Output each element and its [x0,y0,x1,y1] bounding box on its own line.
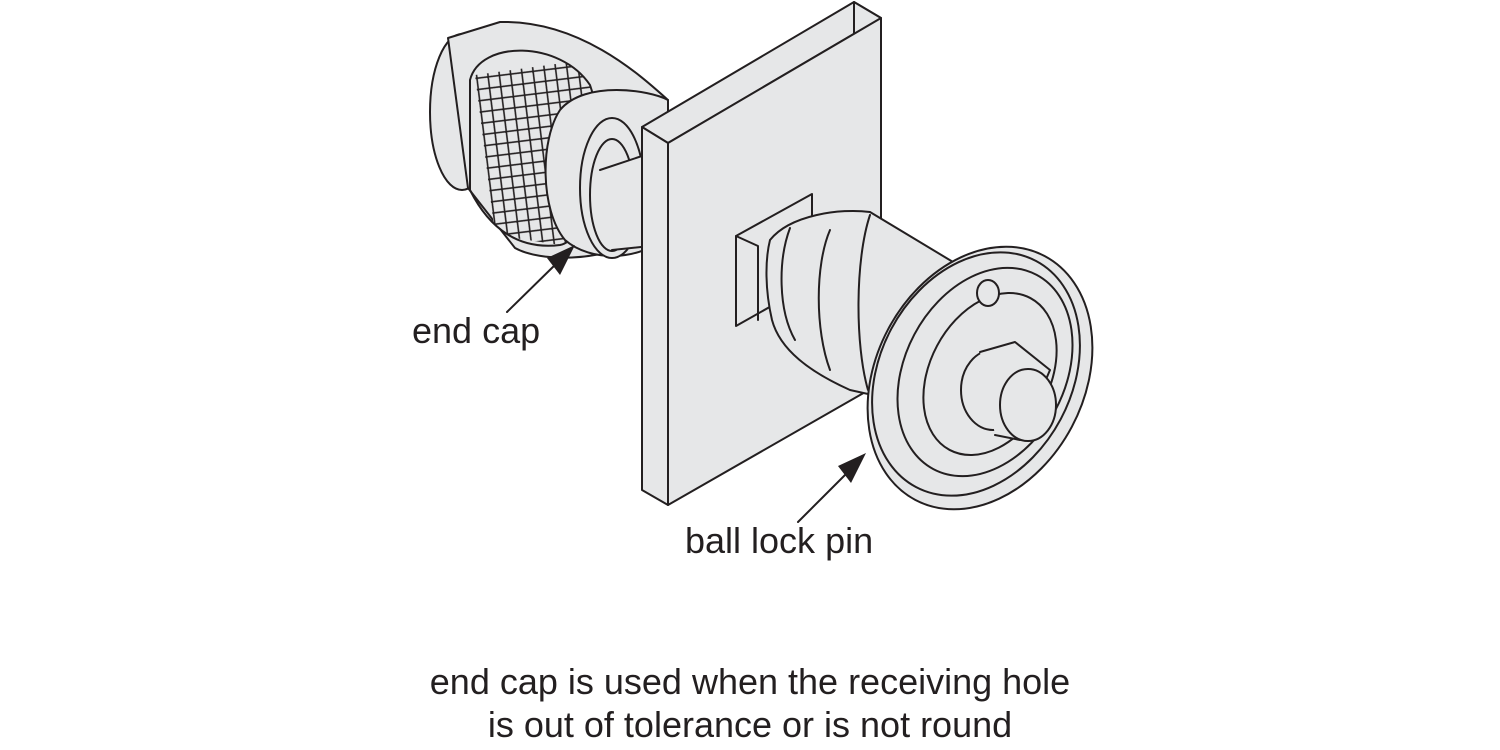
ball-lock-pin-label: ball lock pin [685,520,874,561]
end-cap-callout-arrow [506,245,575,313]
caption-line-2: is out of tolerance or is not round [487,704,1013,745]
end-cap-label: end cap [412,310,541,351]
caption: end cap is used when the receiving hole … [0,660,1500,746]
ball-lock-pin [765,209,1094,511]
end-cap [429,20,669,259]
ball-lock-pin-callout-arrow [797,453,866,523]
caption-line-1: end cap is used when the receiving hole [429,661,1071,702]
